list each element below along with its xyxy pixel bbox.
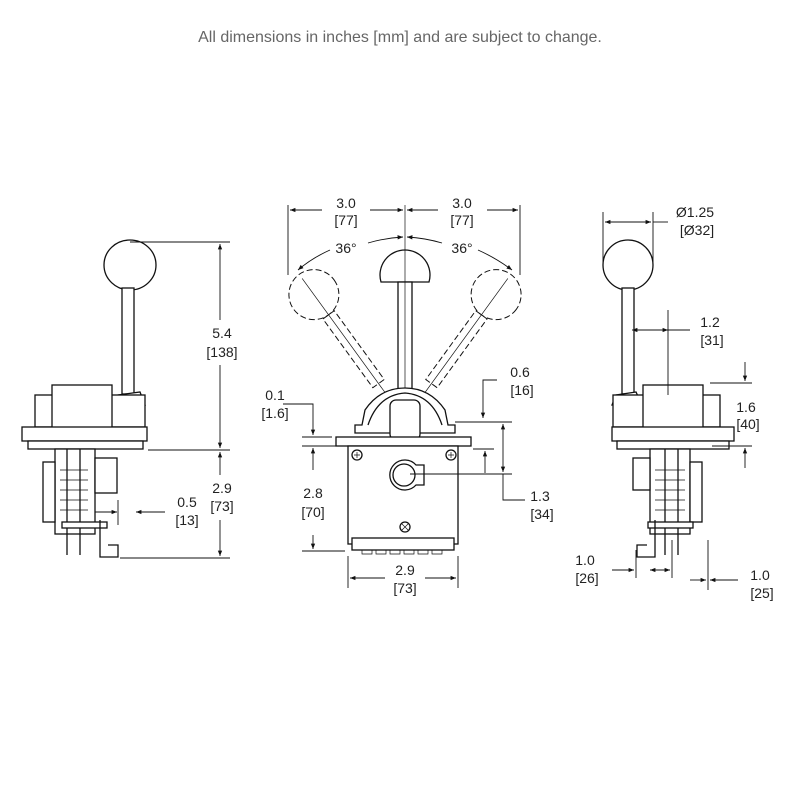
body-height-in: 2.8 xyxy=(303,485,323,501)
shaft-offset-in: 1.2 xyxy=(700,314,720,330)
depth-below-in: 2.9 xyxy=(212,480,232,496)
front-dimension-lines xyxy=(283,205,525,588)
height-above-mm: [138] xyxy=(206,344,237,360)
right-left-offset-in: 1.0 xyxy=(575,552,595,568)
knob-dia-mm: [Ø32] xyxy=(680,222,714,238)
housing-height-in: 1.6 xyxy=(736,399,756,415)
front-view xyxy=(288,205,522,555)
flange-mm: [1.6] xyxy=(261,405,288,421)
bracket-offset-mm: [13] xyxy=(175,512,198,528)
right-sweep-mm: [77] xyxy=(450,212,473,228)
body-height-mm: [70] xyxy=(301,504,324,520)
flange-in: 0.1 xyxy=(265,387,285,403)
right-dimension-lines xyxy=(602,212,752,590)
right-sweep-in: 3.0 xyxy=(452,195,472,211)
left-sweep-in: 3.0 xyxy=(336,195,356,211)
dimensions-note: All dimensions in inches [mm] and are su… xyxy=(198,29,602,46)
depth-below-mm: [73] xyxy=(210,498,233,514)
right-right-offset-mm: [25] xyxy=(750,585,773,601)
ring-offset-in: 1.3 xyxy=(530,488,550,504)
dome-height-in: 0.6 xyxy=(510,364,530,380)
right-right-offset-in: 1.0 xyxy=(750,567,770,583)
right-left-offset-mm: [26] xyxy=(575,570,598,586)
side-view-left xyxy=(21,239,157,558)
body-width-mm: [73] xyxy=(393,580,416,596)
ring-offset-mm: [34] xyxy=(530,506,553,522)
left-dimension-lines xyxy=(95,241,230,559)
left-sweep-mm: [77] xyxy=(334,212,357,228)
knob-dia-in: Ø1.25 xyxy=(676,204,714,220)
right-angle: 36° xyxy=(451,240,472,256)
bracket-offset-in: 0.5 xyxy=(177,494,197,510)
shaft-offset-mm: [31] xyxy=(700,332,723,348)
housing-height-mm: [40] xyxy=(736,416,759,432)
side-view-right xyxy=(602,239,735,558)
dome-height-mm: [16] xyxy=(510,382,533,398)
left-angle: 36° xyxy=(335,240,356,256)
height-above-in: 5.4 xyxy=(212,325,232,341)
body-width-in: 2.9 xyxy=(395,562,415,578)
